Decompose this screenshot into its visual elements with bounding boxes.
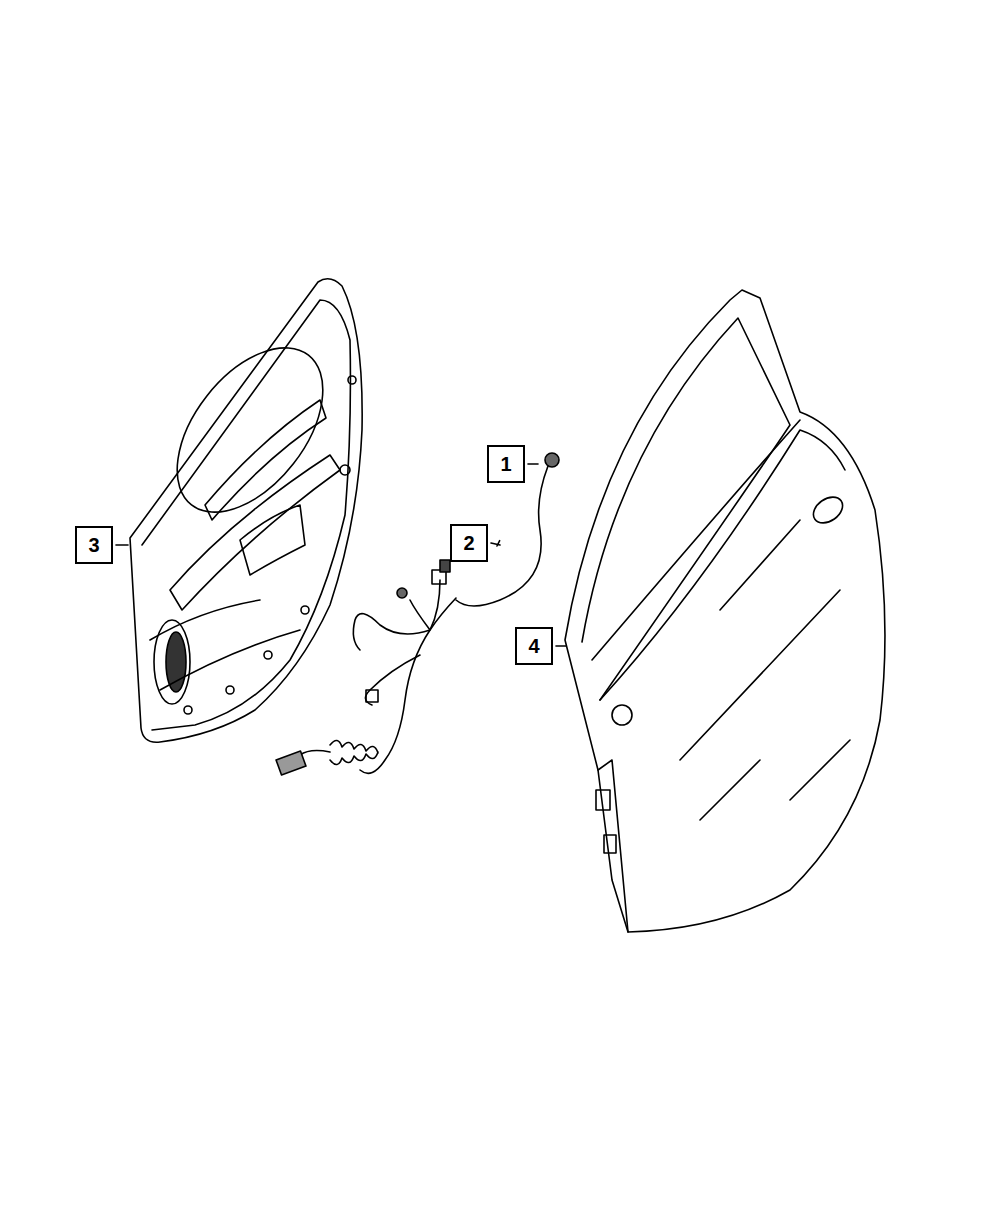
harness-grommet <box>330 740 378 764</box>
panel-clip <box>340 465 350 475</box>
callout-box: 4 <box>515 627 553 665</box>
callout-number: 4 <box>528 636 539 656</box>
harness-branch <box>353 580 440 705</box>
leader-line <box>528 463 538 465</box>
panel-rib <box>150 600 300 690</box>
panel-clip <box>348 376 356 384</box>
harness-lead <box>456 466 548 606</box>
harness-connector <box>397 588 407 598</box>
harness-connector <box>440 560 450 572</box>
leader-line <box>116 544 128 546</box>
speaker-grille <box>154 620 190 704</box>
speaker-grille-inner <box>166 632 186 692</box>
door-trim-panel <box>130 279 362 742</box>
callout-box: 1 <box>487 445 525 483</box>
pull-pocket <box>240 505 305 575</box>
panel-bulge <box>148 321 352 538</box>
wiring-harness <box>276 453 559 775</box>
door-handle-pocket <box>809 492 848 528</box>
callout-box: 3 <box>75 526 113 564</box>
door-edge <box>598 760 628 932</box>
window-frame-inner <box>592 420 800 660</box>
harness-connector <box>545 453 559 467</box>
check-strap-hole <box>596 790 610 810</box>
door-belt-line <box>600 430 845 700</box>
window-frame-inner <box>582 318 790 700</box>
armrest <box>170 455 340 610</box>
harness-connector <box>366 690 378 702</box>
callout-box: 2 <box>450 524 488 562</box>
panel-clip <box>184 706 192 714</box>
door-character-line <box>680 520 850 820</box>
leader-line <box>556 645 566 647</box>
switch-bezel <box>205 400 326 520</box>
panel-clip <box>226 686 234 694</box>
panel-clip <box>301 606 309 614</box>
leader-lines <box>116 464 566 646</box>
harness-lead <box>300 751 330 755</box>
panel-inner-edge <box>142 300 350 730</box>
hinge-hole <box>612 705 632 725</box>
panel-outline <box>130 279 362 742</box>
door-shell <box>565 290 885 932</box>
leader-line <box>491 543 500 545</box>
callout-number: 2 <box>463 533 474 553</box>
callout-number: 1 <box>500 454 511 474</box>
panel-clip <box>264 651 272 659</box>
hinge-mount <box>604 835 616 853</box>
harness-connector <box>276 751 306 775</box>
callout-number: 3 <box>88 535 99 555</box>
door-outline <box>565 290 885 932</box>
